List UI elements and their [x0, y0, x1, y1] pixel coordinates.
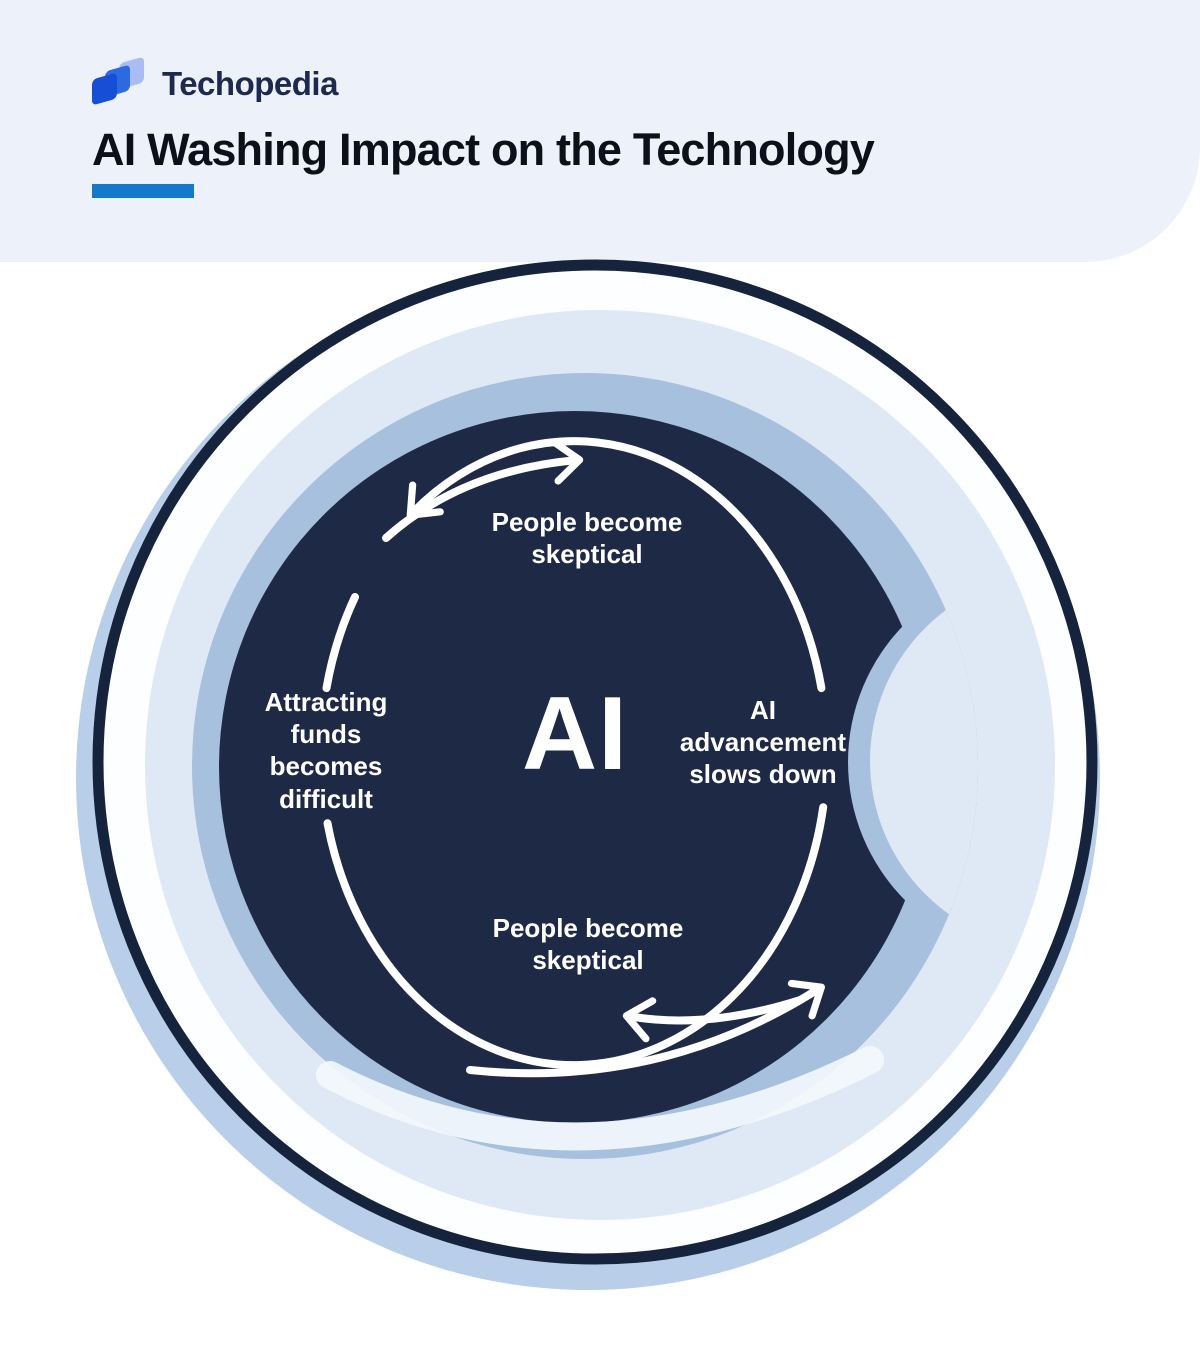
cycle-small-top-clockwise-arrow-icon — [382, 439, 584, 542]
cycle-node-right: AI advancement slows down — [679, 695, 847, 790]
cycle-arc-bottom-segment — [323, 803, 828, 1070]
center-ai-label: AI — [522, 676, 628, 792]
header-band — [0, 0, 1200, 262]
cycle-node-bottom: People become skeptical — [492, 913, 684, 976]
page-title: AI Washing Impact on the Technology — [92, 124, 875, 175]
brand: Techopedia — [92, 56, 338, 110]
title-underline — [92, 184, 194, 198]
bottom-highlight-swoosh — [316, 1046, 884, 1151]
brand-name: Techopedia — [162, 65, 338, 102]
notch-light — [870, 573, 978, 949]
cycle-arc-top-counterclockwise-arrow-icon — [406, 437, 826, 693]
cycle-arc-bottom-counterclockwise-arrow-icon — [466, 979, 825, 1078]
cycle-small-bottom-clockwise-arrow-icon — [622, 996, 804, 1043]
cycle-node-top: People become skeptical — [491, 507, 683, 570]
cycle-node-left: Attracting funds becomes difficult — [264, 687, 388, 814]
cycle-arc-left-segment — [322, 593, 359, 693]
inner-disc — [219, 411, 931, 1123]
notch — [848, 566, 978, 958]
